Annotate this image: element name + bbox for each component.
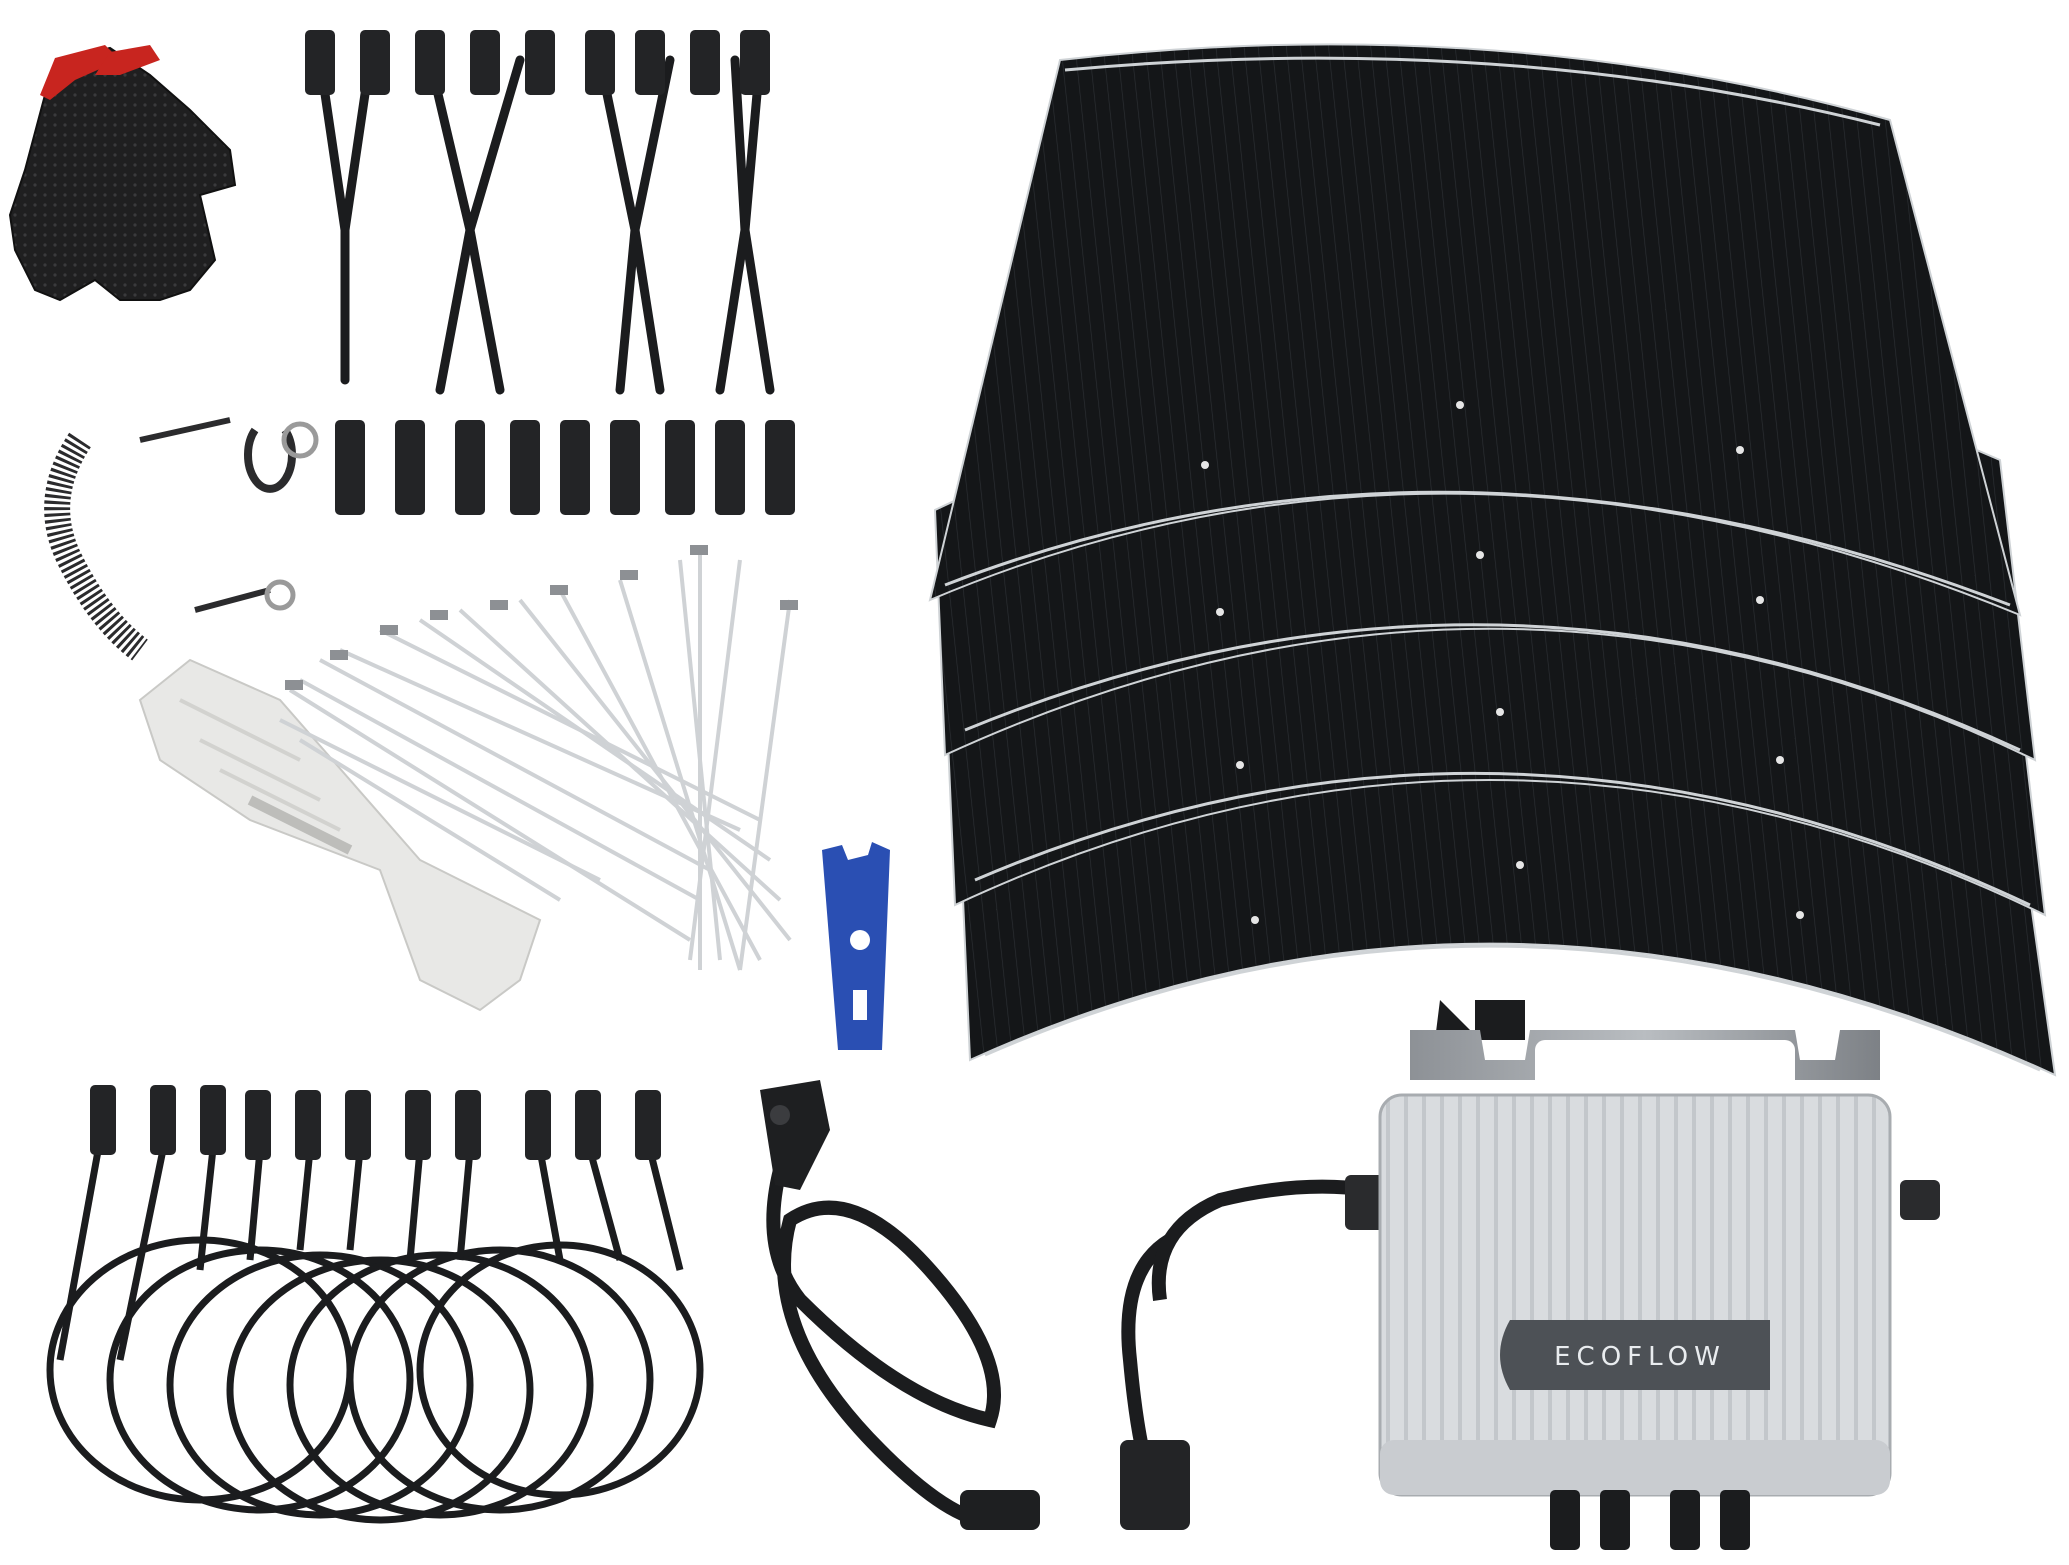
mc4-wrench-icon [822, 842, 890, 1050]
solar-panel-icon [928, 43, 2022, 617]
coiled-lanyard-icon [44, 417, 319, 661]
glove-icon [8, 45, 237, 302]
schuko-plug-icon [760, 1080, 830, 1190]
work-gloves [8, 45, 237, 302]
zip-ties-icon [138, 658, 542, 1012]
extension-cables [46, 1085, 704, 1524]
y-connectors [305, 30, 795, 515]
y-connector-icon [315, 55, 775, 395]
microinverter-icon: ECOFLOW [1120, 1000, 1940, 1550]
steel-cable-ties-icon [279, 545, 798, 971]
inverter-brand-label: ECOFLOW [1554, 1342, 1726, 1372]
solar-panels [928, 43, 2057, 1077]
extension-cable-icon [46, 1129, 704, 1524]
schuko-cable [760, 1080, 1040, 1530]
